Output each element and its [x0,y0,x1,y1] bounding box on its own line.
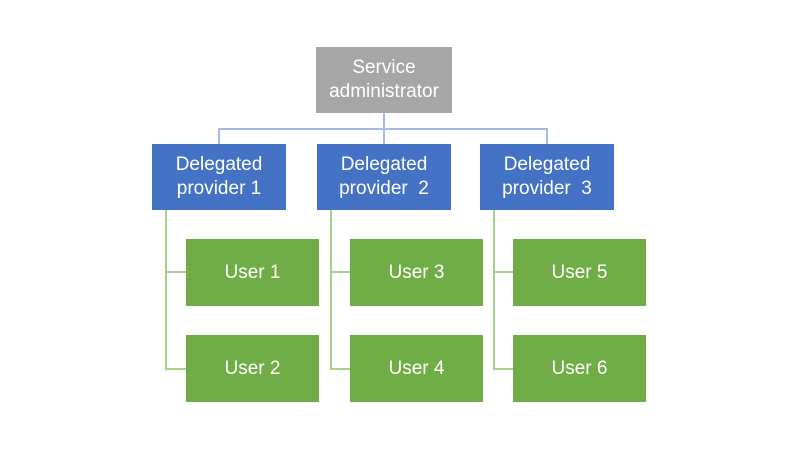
user-node-1: User 1 [186,239,319,306]
user-node-6-label: User 6 [551,357,608,379]
connector-provider-3-spine [493,210,495,370]
user-node-4-label: User 4 [388,357,445,379]
connector-provider-2-spine [330,210,332,370]
user-node-5-label: User 5 [551,261,608,283]
provider-node-3-label: Delegated provider 3 [502,154,596,199]
provider-node-2: Delegated provider 2 [317,144,451,210]
connector-drop-provider-1 [218,129,220,144]
provider-node-1: Delegated provider 1 [152,144,286,210]
root-node-label: Service administrator [329,57,439,102]
user-node-6: User 6 [513,335,646,402]
connector-provider-3-user-5 [493,271,513,273]
user-node-1-label: User 1 [224,261,281,283]
user-node-3-label: User 3 [388,261,445,283]
connector-provider-3-user-6 [493,368,513,370]
user-node-4: User 4 [350,335,483,402]
connector-provider-1-user-2 [165,368,186,370]
provider-node-2-label: Delegated provider 2 [339,154,433,199]
connector-drop-provider-2 [383,129,385,144]
user-node-5: User 5 [513,239,646,306]
user-node-2: User 2 [186,335,319,402]
connector-provider-2-user-3 [330,271,350,273]
provider-node-3: Delegated provider 3 [480,144,614,210]
user-node-2-label: User 2 [224,357,281,379]
user-node-3: User 3 [350,239,483,306]
connector-root-stem [383,112,385,129]
root-node-service-administrator: Service administrator [316,47,452,113]
connector-provider-1-spine [165,210,167,370]
provider-node-1-label: Delegated provider 1 [175,154,268,199]
connector-provider-2-user-4 [330,368,350,370]
connector-provider-1-user-1 [165,271,186,273]
connector-drop-provider-3 [546,129,548,144]
